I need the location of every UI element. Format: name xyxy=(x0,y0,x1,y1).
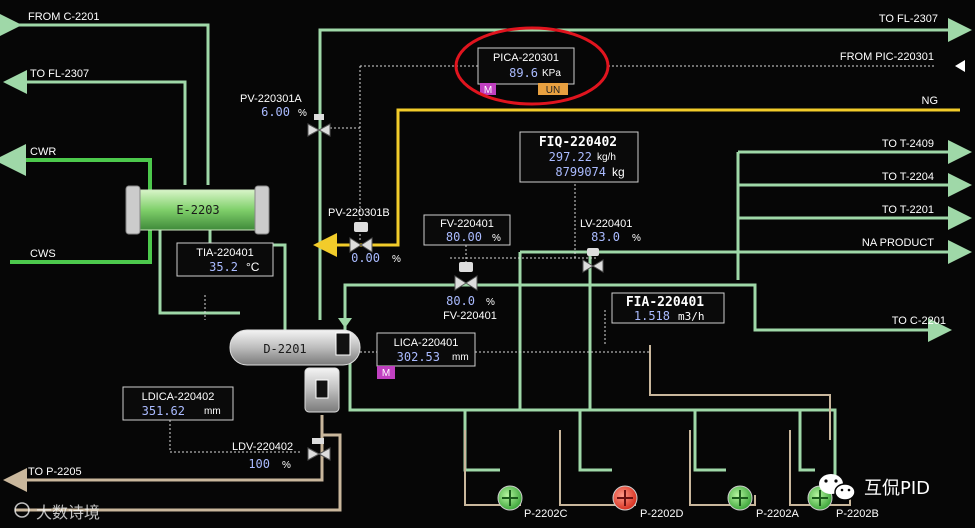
lica-mode-badge[interactable] xyxy=(377,366,395,379)
stream-to-fl2307-right: TO FL-2307 xyxy=(879,13,938,25)
fv-box-unit: % xyxy=(492,233,501,244)
pica-status: UN xyxy=(546,85,560,96)
faceplate-tia220401[interactable]: TIA-220401 35.2 °C xyxy=(176,242,274,277)
readout-pv220301b[interactable]: PV-220301B 0.00 % xyxy=(328,207,401,265)
pump-p2202c[interactable] xyxy=(497,485,523,511)
pump-label-b: P-2202B xyxy=(836,508,879,520)
watermark-left-text: 大数诗境 xyxy=(36,503,100,522)
pica-tag: PICA-220301 xyxy=(493,52,559,64)
highlight-ellipse xyxy=(454,26,610,106)
ldv-unit: % xyxy=(282,460,291,471)
pica-mode: M xyxy=(484,85,492,96)
fiq-flow-unit: kg/h xyxy=(597,152,616,163)
pv220301b-tag: PV-220301B xyxy=(328,207,390,219)
ldv-tag: LDV-220402 xyxy=(232,441,293,453)
faceplate-ldica220402[interactable]: LDICA-220402 351.62 mm xyxy=(122,386,234,421)
fia-value: 1.518 xyxy=(634,309,670,323)
lv-tag: LV-220401 xyxy=(580,218,632,230)
pv220301b-value: 0.00 xyxy=(351,251,380,265)
tia-unit: °C xyxy=(246,260,260,274)
pump-p2202a[interactable] xyxy=(727,485,753,511)
stream-from-pic220301: FROM PIC-220301 xyxy=(840,51,934,63)
fiq-flow: 297.22 xyxy=(549,150,592,164)
from-pic-arrow-icon xyxy=(955,60,965,72)
watermark-right: 互侃PID xyxy=(819,474,930,501)
lica-value: 302.53 xyxy=(397,350,440,364)
drum-inlet-arrow xyxy=(338,318,352,328)
stream-na-product: NA PRODUCT xyxy=(862,237,934,249)
stream-to-fl2307-left: TO FL-2307 xyxy=(30,68,89,80)
tia-tag: TIA-220401 xyxy=(196,247,253,259)
d2201-label: D-2201 xyxy=(263,342,306,356)
heat-exchanger-e2203[interactable]: E-2203 xyxy=(125,185,270,235)
signal-lines xyxy=(169,65,935,453)
stream-to-c2201: TO C-2201 xyxy=(892,315,946,327)
fiq-total-unit: kg xyxy=(612,165,625,179)
stream-to-t2201: TO T-2201 xyxy=(882,204,934,216)
ldica-value: 351.62 xyxy=(142,404,185,418)
pv220301b-unit: % xyxy=(392,254,401,265)
lica-unit: mm xyxy=(452,352,469,363)
faceplate-lica220401[interactable]: LICA-220401 302.53 mm M xyxy=(376,332,476,379)
valve-fv220401[interactable] xyxy=(454,262,478,291)
fia-unit: m3/h xyxy=(678,310,705,323)
lica-mode: M xyxy=(382,368,390,379)
stream-to-p2205: TO P-2205 xyxy=(28,466,82,478)
faceplate-pica220301[interactable]: PICA-220301 89.6 KPa M UN xyxy=(477,47,575,96)
valve-lv220401[interactable] xyxy=(582,248,604,273)
ldv-value: 100 xyxy=(248,457,270,471)
fv-box-value: 80.00 xyxy=(446,230,482,244)
ldica-unit: mm xyxy=(204,406,221,417)
stream-ng: NG xyxy=(922,95,939,107)
readout-fv220401[interactable]: 80.0 % FV-220401 xyxy=(443,294,497,322)
watermark-logo-icon xyxy=(14,502,30,518)
drum-d2201[interactable]: D-2201 xyxy=(229,329,361,413)
pv220301a-tag: PV-220301A xyxy=(240,93,302,105)
faceplate-fiq220402[interactable]: FIQ-220402 297.22 kg/h 8799074 kg xyxy=(519,131,639,183)
valve-ldv220402[interactable] xyxy=(307,438,331,461)
pica-mode-badge[interactable] xyxy=(480,83,496,95)
pump-label-a: P-2202A xyxy=(756,508,799,520)
fv-valve-unit: % xyxy=(486,297,495,308)
pump-p2202d[interactable] xyxy=(612,485,638,511)
faceplate-fv220401[interactable]: FV-220401 80.00 % xyxy=(423,214,511,246)
pv220301a-unit: % xyxy=(298,108,307,119)
readout-lv220401[interactable]: LV-220401 83.0 % xyxy=(580,218,641,244)
fiq-tag: FIQ-220402 xyxy=(539,135,617,150)
e2203-label: E-2203 xyxy=(176,203,219,217)
watermark-right-text: 互侃PID xyxy=(864,478,930,499)
fiq-total: 8799074 xyxy=(555,165,606,179)
watermark-left: 大数诗境 xyxy=(14,502,100,522)
stream-labels: FROM C-2201 TO FL-2307 CWR CWS TO P-2205… xyxy=(28,11,946,478)
faceplate-fia220401[interactable]: FIA-220401 1.518 m3/h xyxy=(611,292,725,324)
fia-tag: FIA-220401 xyxy=(626,295,704,310)
pica-value: 89.6 xyxy=(509,66,538,80)
readout-ldv220402[interactable]: LDV-220402 100 % xyxy=(232,441,293,471)
pica-status-badge xyxy=(538,83,568,95)
stream-to-t2204: TO T-2204 xyxy=(882,171,934,183)
fv-box-tag: FV-220401 xyxy=(440,218,494,230)
stream-cws: CWS xyxy=(30,248,56,260)
lv-value: 83.0 xyxy=(591,230,620,244)
piping xyxy=(0,13,972,512)
stream-from-c2201: FROM C-2201 xyxy=(28,11,100,23)
valve-pv220301a[interactable] xyxy=(307,114,331,137)
tia-value: 35.2 xyxy=(209,260,238,274)
stream-cwr: CWR xyxy=(30,146,56,158)
valve-pv220301b[interactable] xyxy=(349,222,373,253)
ldica-tag: LDICA-220402 xyxy=(142,391,215,403)
wechat-icon xyxy=(819,474,856,501)
fv-valve-value: 80.0 xyxy=(446,294,475,308)
lv-unit: % xyxy=(632,233,641,244)
pump-label-c: P-2202C xyxy=(524,508,567,520)
stream-to-t2409: TO T-2409 xyxy=(882,138,934,150)
pv220301a-value: 6.00 xyxy=(261,105,290,119)
pica-unit: KPa xyxy=(542,68,561,79)
lica-tag: LICA-220401 xyxy=(394,337,459,349)
readout-pv220301a[interactable]: PV-220301A 6.00 % xyxy=(240,93,307,119)
pump-label-d: P-2202D xyxy=(640,508,683,520)
fv-valve-tag: FV-220401 xyxy=(443,310,497,322)
